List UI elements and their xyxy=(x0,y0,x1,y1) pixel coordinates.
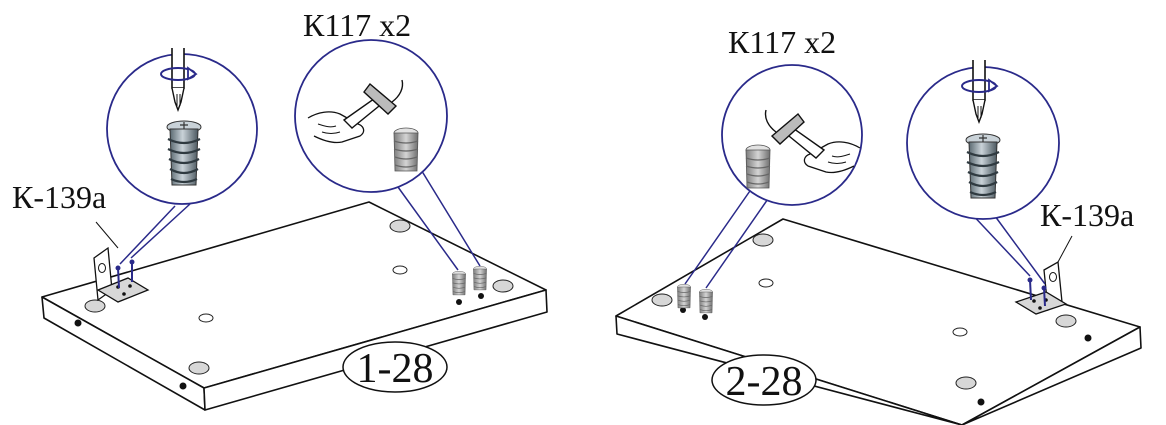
leader-line xyxy=(967,209,1046,285)
hole xyxy=(478,293,484,299)
edge-hole xyxy=(74,319,82,327)
hole xyxy=(952,327,968,337)
panel-right-edge xyxy=(961,326,1142,425)
callout-pointer xyxy=(95,221,119,249)
panel-1-28: К-139а К117 х2 1-28 xyxy=(12,7,548,411)
edge-hole xyxy=(179,382,187,390)
callout-pointer xyxy=(1057,235,1073,263)
hole xyxy=(680,307,686,313)
edge-hole xyxy=(1084,334,1092,342)
hole xyxy=(758,278,774,288)
dowel-icon xyxy=(677,283,691,309)
hole xyxy=(955,376,977,390)
hole xyxy=(1055,314,1077,328)
leader-line xyxy=(389,167,481,271)
hole xyxy=(456,299,462,305)
callout-label: К-139а xyxy=(1040,197,1134,233)
panel-2-28: К117 х2 К-139а 2-28 xyxy=(615,24,1142,425)
dowel-icon xyxy=(393,127,419,172)
callout-label: К117 х2 xyxy=(303,7,411,43)
dowel-icon xyxy=(699,288,713,314)
dowel-icon xyxy=(452,270,466,296)
callout-label: К117 х2 xyxy=(728,24,836,60)
dowel-icon xyxy=(473,265,487,291)
part-number: 1-28 xyxy=(357,346,434,392)
edge-hole xyxy=(977,398,985,406)
threaded-insert-icon xyxy=(964,132,1002,200)
part-number: 2-28 xyxy=(726,359,803,405)
leader-line xyxy=(684,187,771,289)
hole xyxy=(651,293,673,307)
hole xyxy=(198,313,214,323)
screw-icon xyxy=(115,259,135,289)
callout-label: К-139а xyxy=(12,179,106,215)
hole xyxy=(188,361,210,375)
hole xyxy=(389,219,411,233)
hole xyxy=(392,265,408,275)
threaded-insert-icon xyxy=(165,119,203,187)
screw-icon xyxy=(1027,277,1047,307)
part-number-oval xyxy=(711,354,817,406)
hole xyxy=(752,233,774,247)
dowel-icon xyxy=(745,144,771,189)
hole xyxy=(702,314,708,320)
part-number-oval xyxy=(342,341,448,393)
hole xyxy=(84,299,106,313)
hole xyxy=(492,279,514,293)
corner-bracket-icon xyxy=(1014,260,1068,315)
leader-line xyxy=(119,203,191,265)
